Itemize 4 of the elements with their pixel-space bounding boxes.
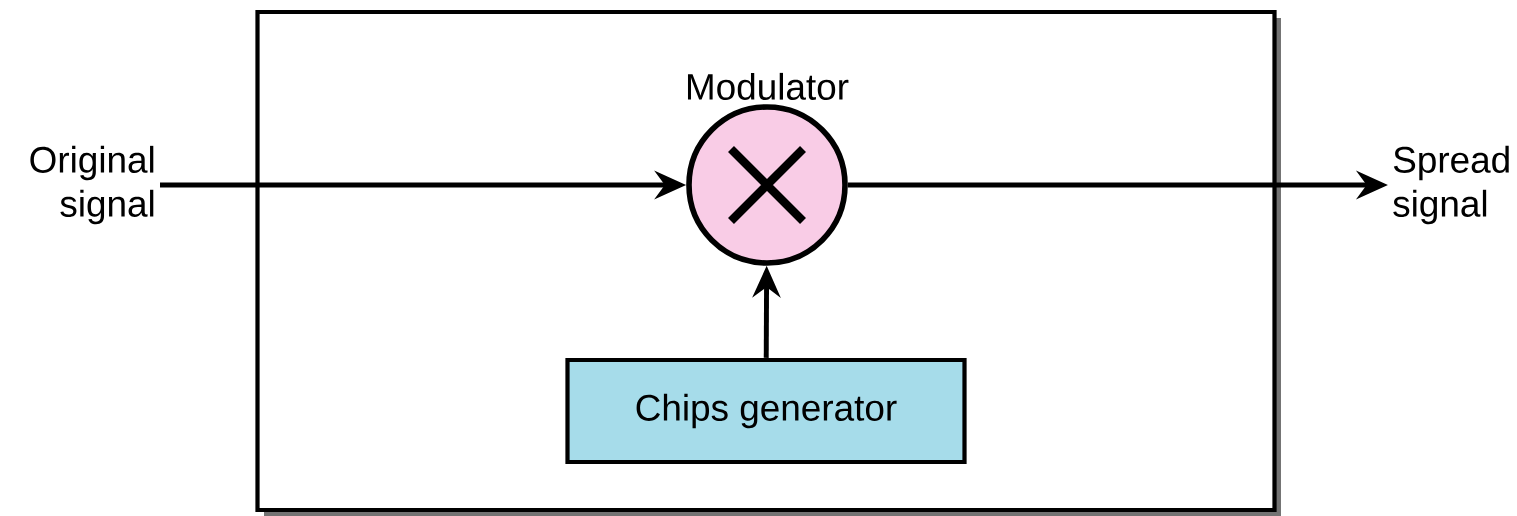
node-label: Modulator xyxy=(687,72,849,100)
signal-label: Spread signal xyxy=(1393,145,1509,225)
signal-label: Original signal xyxy=(30,145,154,225)
process-box: Chips generator xyxy=(565,357,967,465)
